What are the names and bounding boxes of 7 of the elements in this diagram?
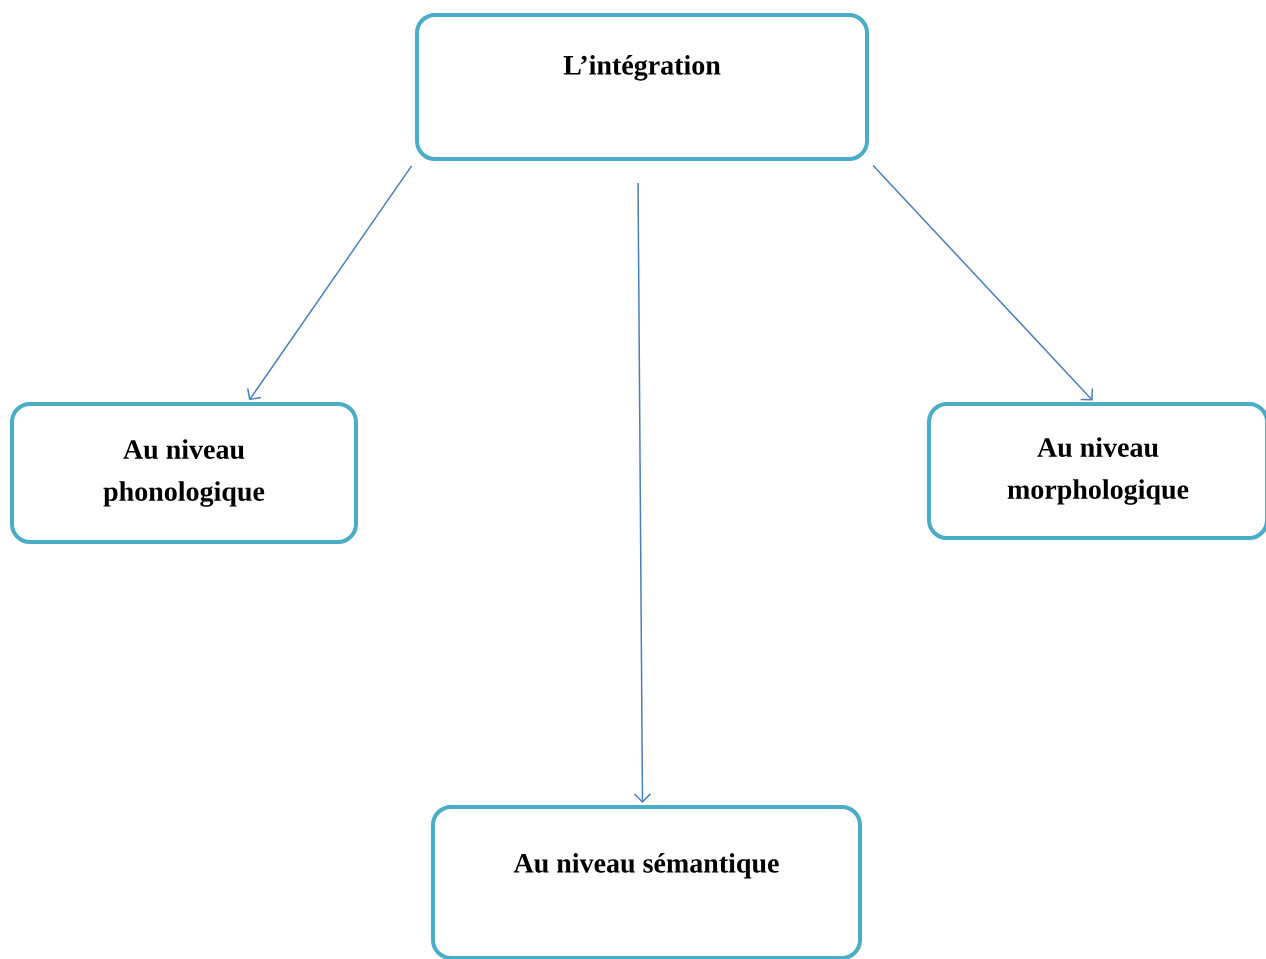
arrow [247, 165, 413, 401]
arrow [872, 164, 1094, 401]
rounded-box: Au niveau sémantique [431, 805, 862, 959]
rounded-box: Au niveau phonologique [10, 402, 358, 544]
arrow [633, 182, 652, 803]
rounded-box: L’intégration [415, 13, 869, 161]
rounded-box: Au niveau morphologique [927, 402, 1266, 540]
